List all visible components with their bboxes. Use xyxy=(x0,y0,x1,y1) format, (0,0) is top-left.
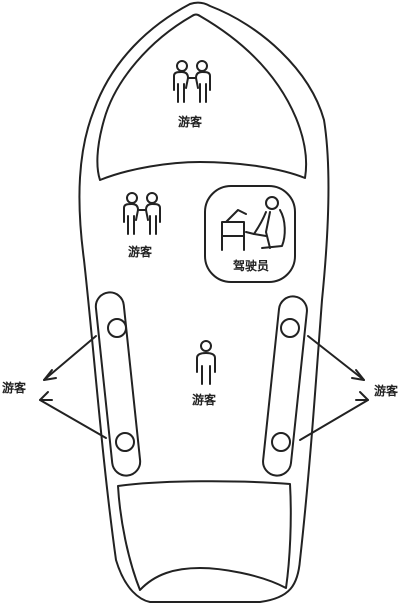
exit-arrows-right xyxy=(299,335,369,441)
right-side-rail xyxy=(262,295,308,477)
right-rail-hatch-bottom xyxy=(271,432,291,452)
left-rail-hatch-top xyxy=(107,318,127,338)
bow-compartment xyxy=(96,13,308,181)
left-side-rail xyxy=(94,291,142,477)
driver-seat-box xyxy=(204,185,296,283)
left-rail-hatch-bottom xyxy=(115,432,135,452)
boat-hull-outline xyxy=(78,1,330,603)
passenger-label-mid-left: 游客 xyxy=(128,244,153,259)
person-icon xyxy=(196,340,216,385)
driver-label: 驾驶员 xyxy=(232,258,269,273)
two-people-icon xyxy=(173,60,211,103)
two-people-icon xyxy=(123,192,161,235)
stern-compartment xyxy=(117,480,292,591)
seated-driver-icon xyxy=(221,196,286,251)
passenger-label-center: 游客 xyxy=(192,392,217,407)
passenger-label-bow: 游客 xyxy=(178,114,203,129)
exit-label-right: 游客 xyxy=(374,383,399,398)
right-rail-hatch-top xyxy=(280,318,300,338)
exit-label-left: 游客 xyxy=(2,380,27,395)
exit-arrows-left xyxy=(39,335,107,439)
